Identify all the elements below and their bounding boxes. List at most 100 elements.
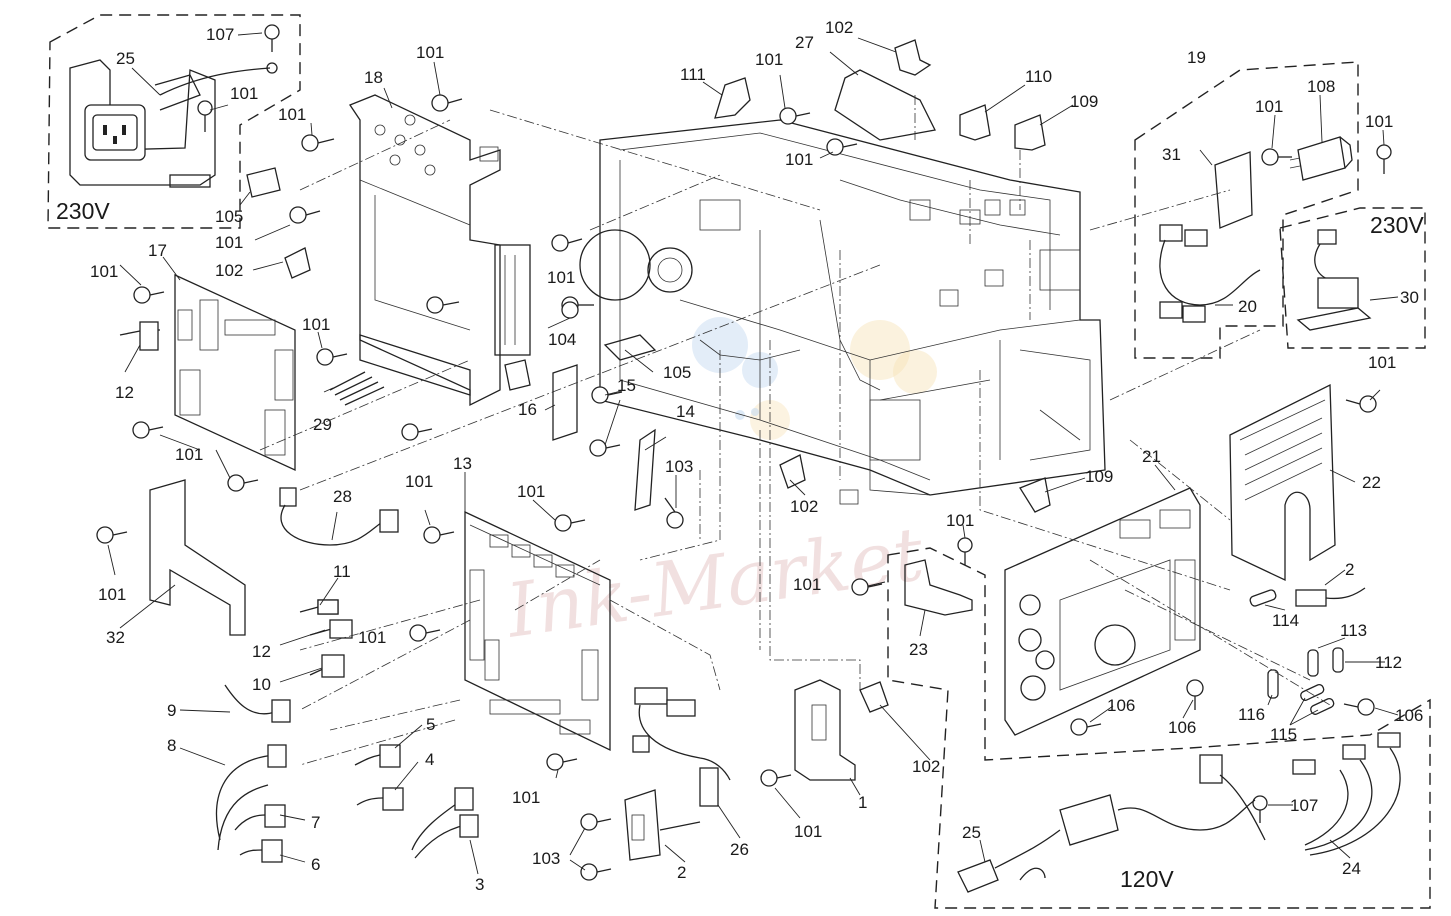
callout-102-top: 102 [825, 18, 853, 37]
callout-101-center: 101 [358, 628, 386, 647]
part-108-power-switch [1289, 136, 1353, 181]
callout-4: 4 [425, 750, 434, 769]
part-25-power-inlet-230v [69, 59, 278, 188]
callout-101-cover: 101 [1368, 353, 1396, 372]
callout-101-111: 101 [755, 50, 783, 69]
callout-101-board13-bottom: 101 [512, 788, 540, 807]
callout-11: 11 [333, 562, 351, 581]
callout-10: 10 [252, 675, 271, 694]
callout-8: 8 [167, 736, 176, 755]
callout-107-bottom: 107 [1290, 796, 1318, 815]
callout-104: 104 [548, 330, 576, 349]
part-22-perforated-cover [1229, 383, 1336, 582]
callout-22: 22 [1362, 473, 1381, 492]
callout-9: 9 [167, 701, 176, 720]
callout-101-bracket32: 101 [98, 585, 126, 604]
callout-30: 30 [1400, 288, 1419, 307]
callout-114: 114 [1272, 611, 1299, 630]
callout-27: 27 [795, 33, 814, 52]
callout-101-left2: 101 [215, 233, 243, 252]
callout-3: 3 [475, 875, 484, 894]
part-31-switch-bracket [1214, 151, 1253, 229]
callout-106-middle: 106 [1168, 718, 1196, 737]
part-18-bracket [349, 94, 531, 407]
part-17-circuit-board [119, 273, 296, 472]
region-230v-transformer [1279, 207, 1426, 349]
callout-19: 19 [1187, 48, 1206, 67]
callout-109-top: 109 [1070, 92, 1098, 111]
part-13-main-board [464, 510, 611, 752]
callout-101-bracket: 101 [416, 43, 444, 62]
callout-labels: 107 25 101 18 101 101 111 101 27 102 101… [90, 18, 1423, 894]
callout-101-23: 101 [793, 575, 821, 594]
part-105-clip [246, 167, 657, 391]
callout-101-switch: 101 [1255, 97, 1283, 116]
callout-106-left: 106 [1107, 696, 1135, 715]
region-label-230v-right: 230V [1370, 212, 1424, 238]
callout-101-27: 101 [785, 150, 813, 169]
part-25-power-cord-120v [957, 754, 1266, 893]
part-29-flat-cable [329, 334, 471, 406]
callout-16: 16 [518, 400, 537, 419]
region-230v-inlet [47, 14, 301, 229]
part-104-screw [561, 301, 579, 319]
fuse-set [1249, 587, 1366, 715]
callout-115: 115 [1270, 725, 1297, 744]
part-14-rod [634, 428, 656, 511]
callout-31: 31 [1162, 145, 1181, 164]
callout-101-board13-top: 101 [517, 482, 545, 501]
callout-116: 116 [1238, 705, 1265, 724]
callout-101-right: 101 [1365, 112, 1393, 131]
callout-25-bottom: 25 [962, 823, 981, 842]
clip-parts [284, 39, 1051, 713]
callout-26: 26 [730, 840, 749, 859]
callout-5: 5 [426, 715, 435, 734]
callout-15: 15 [617, 376, 636, 395]
callout-101-board17: 101 [90, 262, 118, 281]
callout-6: 6 [311, 855, 320, 874]
callout-110: 110 [1025, 67, 1052, 86]
callout-101-mid-left: 101 [405, 472, 433, 491]
part-16-plate [552, 364, 578, 441]
part-32-bracket [149, 479, 246, 636]
callout-101-middle: 101 [547, 268, 575, 287]
callout-23: 23 [909, 640, 928, 659]
callout-107-top: 107 [206, 25, 234, 44]
callout-7: 7 [311, 813, 320, 832]
part-1-bracket [794, 679, 856, 781]
callout-106-right: 106 [1395, 706, 1423, 725]
callout-101-bottom: 101 [794, 822, 822, 841]
callout-101-23-top: 101 [946, 511, 974, 530]
callout-18: 18 [364, 68, 383, 87]
part-24-harness [1292, 732, 1401, 856]
leader-lines [107, 32, 1399, 875]
callout-103-top: 103 [665, 457, 693, 476]
callout-102-bottom: 102 [912, 757, 940, 776]
callout-105-left: 105 [215, 207, 243, 226]
part-20-harness [1159, 224, 1261, 323]
main-chassis [579, 119, 1106, 505]
callout-113: 113 [1340, 621, 1367, 640]
callout-24: 24 [1342, 859, 1361, 878]
part-30-transformer [1296, 229, 1372, 331]
callout-14: 14 [676, 402, 695, 421]
reference-lines [259, 95, 1331, 766]
callout-29: 29 [313, 415, 332, 434]
region-120v-psu [887, 547, 1431, 909]
callout-32: 32 [106, 628, 125, 647]
part-2-connector-bracket [624, 789, 701, 861]
callout-28: 28 [333, 487, 352, 506]
region-label-120v: 120V [1120, 866, 1174, 892]
callout-101-board17-bottom: 101 [175, 445, 203, 464]
callout-101-board17-right: 101 [302, 315, 330, 334]
callout-2-bottom: 2 [677, 863, 686, 882]
callout-1: 1 [858, 793, 867, 812]
watermark-decor [692, 317, 937, 440]
callout-108: 108 [1307, 77, 1335, 96]
callout-105-middle: 105 [663, 363, 691, 382]
callout-13: 13 [453, 454, 472, 473]
screw-set [96, 24, 1392, 881]
region-label-230v-top: 230V [56, 198, 110, 224]
